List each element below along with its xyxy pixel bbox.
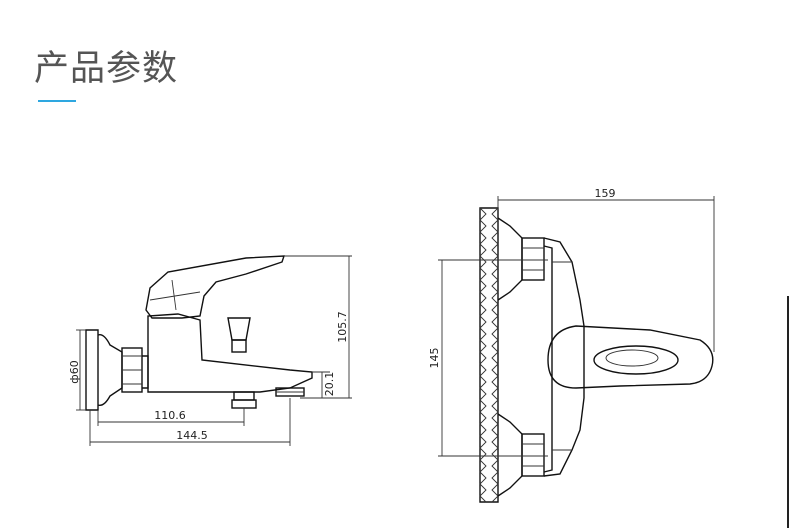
dim-inner-length-label: 110.6 xyxy=(154,409,186,422)
dim-spout-height-label: 20.1 xyxy=(323,372,336,397)
edge-divider-line xyxy=(787,296,789,528)
dim-centers-label: 145 xyxy=(428,348,441,369)
side-view-faucet xyxy=(76,255,352,446)
front-view-faucet xyxy=(438,196,715,503)
dim-diameter-label: ф60 xyxy=(68,360,81,383)
title-accent-underline xyxy=(38,100,76,102)
dim-width-label: 159 xyxy=(595,187,616,200)
dim-height-label: 105.7 xyxy=(336,311,349,343)
dim-total-length-label: 144.5 xyxy=(176,429,208,442)
page-title: 产品参数 xyxy=(34,49,179,89)
